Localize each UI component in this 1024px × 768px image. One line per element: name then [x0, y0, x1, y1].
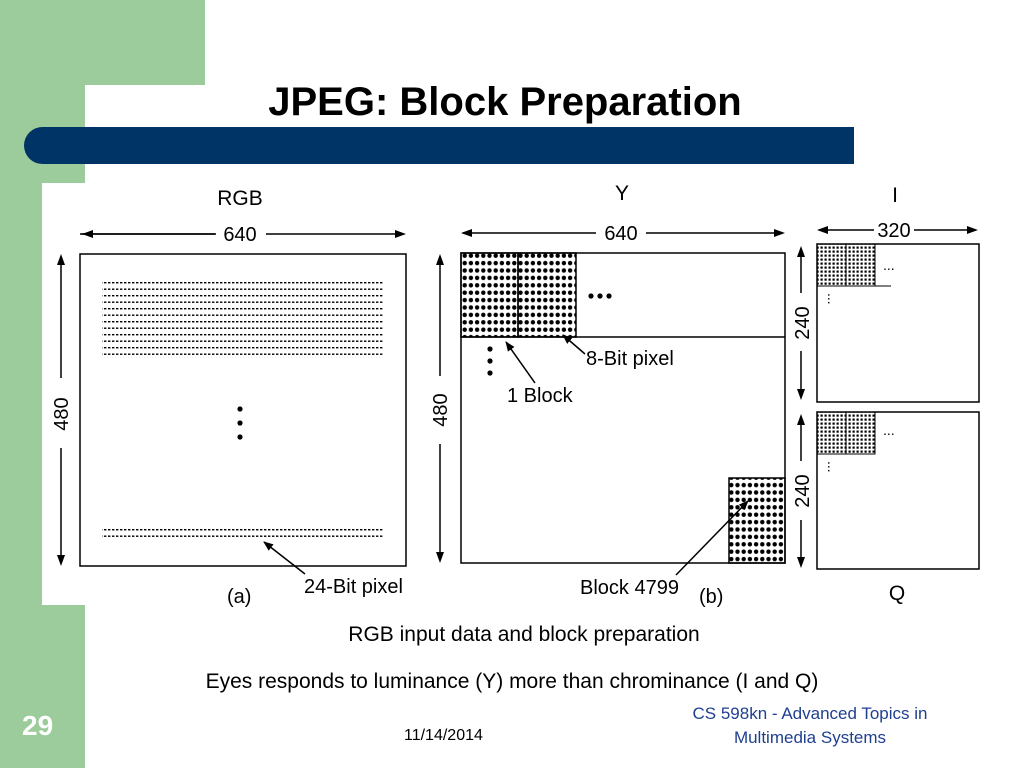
rgb-label: RGB — [217, 187, 263, 210]
decor-green-top — [0, 0, 205, 85]
rgb-height-label: 480 — [51, 397, 73, 430]
i-width-label: 320 — [877, 220, 910, 242]
caption-rgb-input: RGB input data and block preparation — [348, 623, 700, 646]
decor-green-left-strip — [0, 183, 42, 605]
block-preparation-diagram: RGB 640 480 24-Bit pixel (a) Y 640 480 8… — [51, 182, 980, 608]
pixel-8-arrow — [562, 334, 586, 355]
title-bar — [24, 127, 854, 164]
caption-luminance: Eyes responds to luminance (Y) more than… — [205, 670, 819, 693]
y-block-2 — [517, 252, 577, 338]
q-block-2 — [845, 411, 876, 455]
q-col-ellipsis: ... — [825, 461, 841, 473]
part-a-label: (a) — [227, 586, 251, 608]
y-height-label: 480 — [430, 393, 452, 426]
i-block-1 — [816, 243, 847, 287]
footer-date: 11/14/2014 — [404, 727, 483, 744]
y-block-4799 — [728, 477, 786, 564]
slide-number: 29 — [22, 710, 54, 741]
i-block-2 — [845, 243, 876, 287]
i-col-ellipsis: ... — [825, 293, 841, 305]
pixel-24-arrow — [263, 541, 306, 575]
part-b-label: (b) — [699, 586, 723, 608]
block-1-arrow — [505, 341, 536, 384]
pixel-24-label: 24-Bit pixel — [304, 576, 403, 598]
i-height-label: 240 — [792, 306, 814, 339]
i-row-ellipsis: ... — [883, 257, 895, 273]
i-label: I — [892, 184, 898, 207]
q-block-1 — [816, 411, 847, 455]
rgb-bottom-pixel-rows — [102, 526, 384, 540]
decor-green-left-bottom — [0, 605, 85, 768]
block-4799-arrow — [675, 500, 749, 576]
y-label: Y — [615, 182, 629, 205]
y-block-1 — [460, 252, 519, 338]
rgb-width-label: 640 — [223, 224, 256, 246]
slide-title: JPEG: Block Preparation — [268, 80, 742, 124]
q-row-ellipsis: ... — [883, 422, 895, 438]
rgb-top-pixel-rows — [102, 278, 384, 356]
y-width-label: 640 — [604, 223, 637, 245]
block-1-label: 1 Block — [507, 385, 574, 407]
q-height-label: 240 — [792, 474, 814, 507]
block-4799-label: Block 4799 — [580, 577, 679, 599]
q-label: Q — [889, 582, 905, 605]
pixel-8-label: 8-Bit pixel — [586, 348, 674, 370]
footer-course: CS 598kn - Advanced Topics in Multimedia… — [692, 704, 928, 747]
